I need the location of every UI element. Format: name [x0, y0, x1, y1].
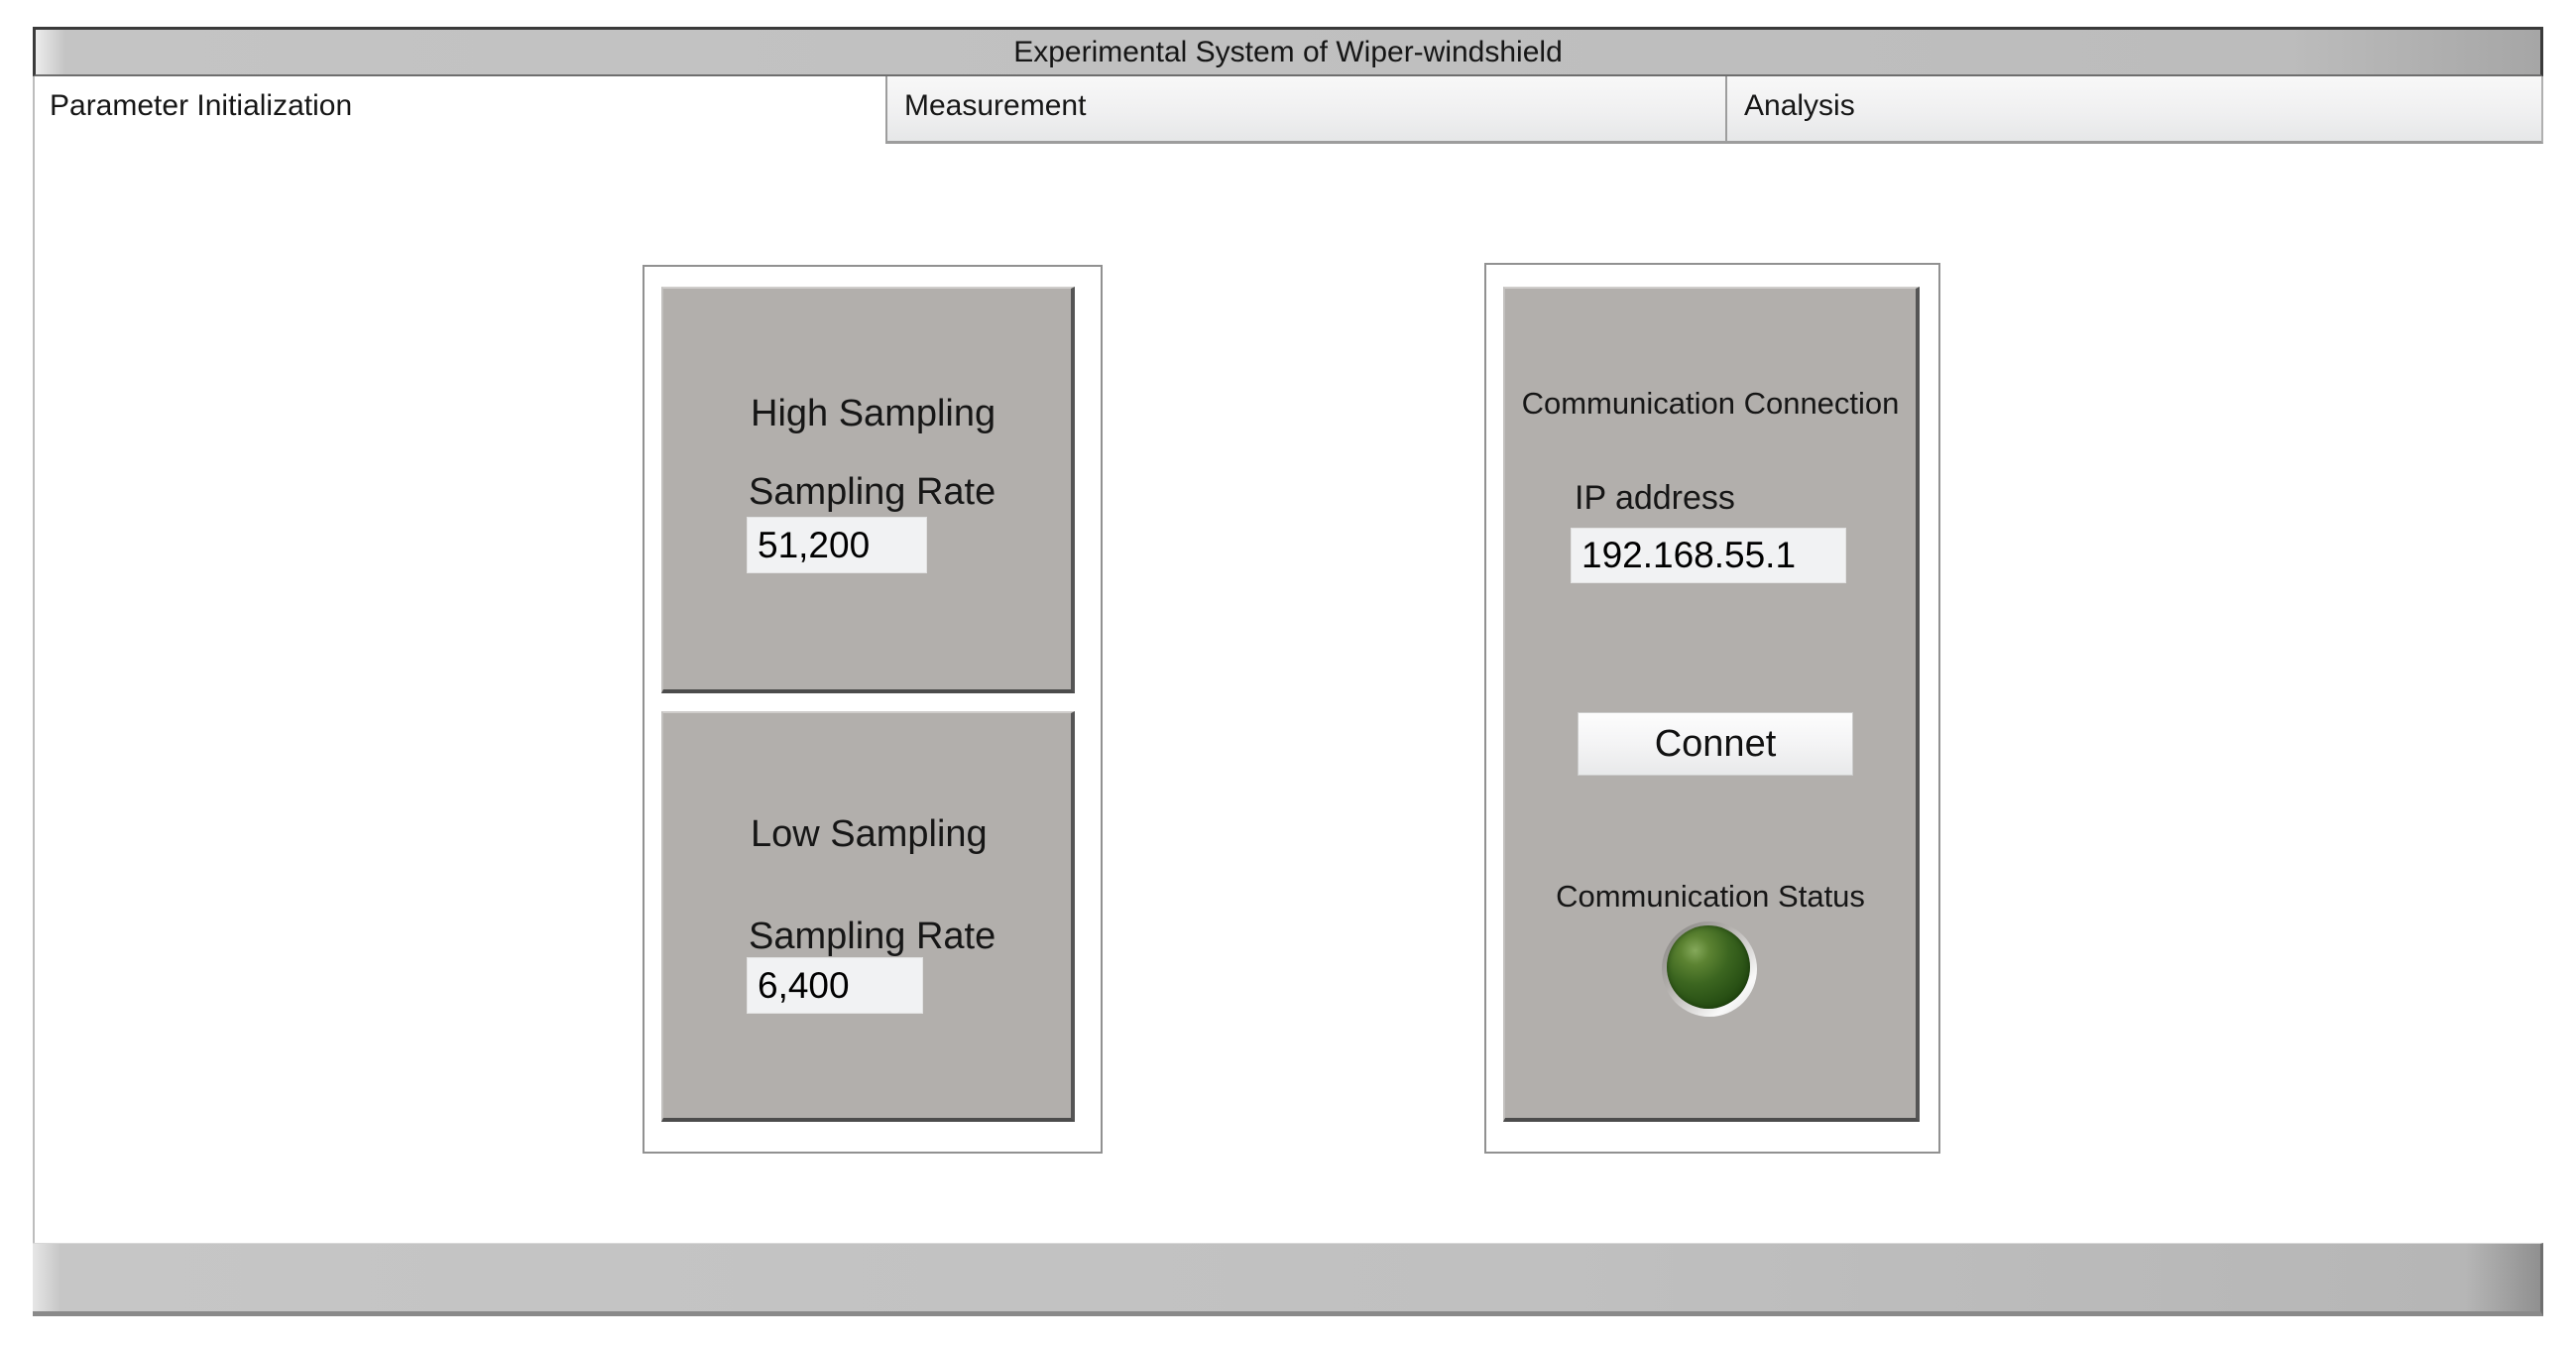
high-sampling-panel: High Sampling Sampling Rate: [661, 287, 1075, 693]
ip-address-input[interactable]: [1571, 528, 1846, 583]
communication-status-led-icon: [1667, 925, 1750, 1009]
status-led-bezel: [1662, 921, 1757, 1017]
low-sampling-title: Low Sampling: [751, 813, 988, 855]
low-sampling-rate-label: Sampling Rate: [749, 916, 996, 957]
low-sampling-panel: Low Sampling Sampling Rate: [661, 711, 1075, 1122]
window-left-border: [33, 76, 35, 1243]
tab-strip: Parameter Initialization Measurement Ana…: [33, 76, 2543, 144]
tab-measurement[interactable]: Measurement: [885, 76, 1725, 144]
high-sampling-rate-input[interactable]: [747, 517, 927, 573]
tab-parameter-initialization[interactable]: Parameter Initialization: [33, 76, 885, 144]
communication-status-label: Communication Status: [1556, 879, 1865, 914]
window-title: Experimental System of Wiper-windshield: [1013, 35, 1563, 68]
high-sampling-title: High Sampling: [751, 393, 996, 434]
connect-button[interactable]: Connet: [1578, 712, 1853, 776]
high-sampling-rate-label: Sampling Rate: [749, 471, 996, 513]
ip-address-label: IP address: [1575, 479, 1735, 517]
bottom-bar: [33, 1243, 2543, 1316]
communication-group: Communication Connection IP address Conn…: [1484, 263, 1940, 1154]
communication-connection-title: Communication Connection: [1521, 386, 1900, 421]
low-sampling-rate-input[interactable]: [747, 957, 923, 1014]
communication-panel: Communication Connection IP address Conn…: [1503, 287, 1920, 1122]
tab-analysis[interactable]: Analysis: [1725, 76, 2543, 144]
window-title-bar: Experimental System of Wiper-windshield: [33, 27, 2543, 76]
sampling-group: High Sampling Sampling Rate Low Sampling…: [643, 265, 1103, 1154]
